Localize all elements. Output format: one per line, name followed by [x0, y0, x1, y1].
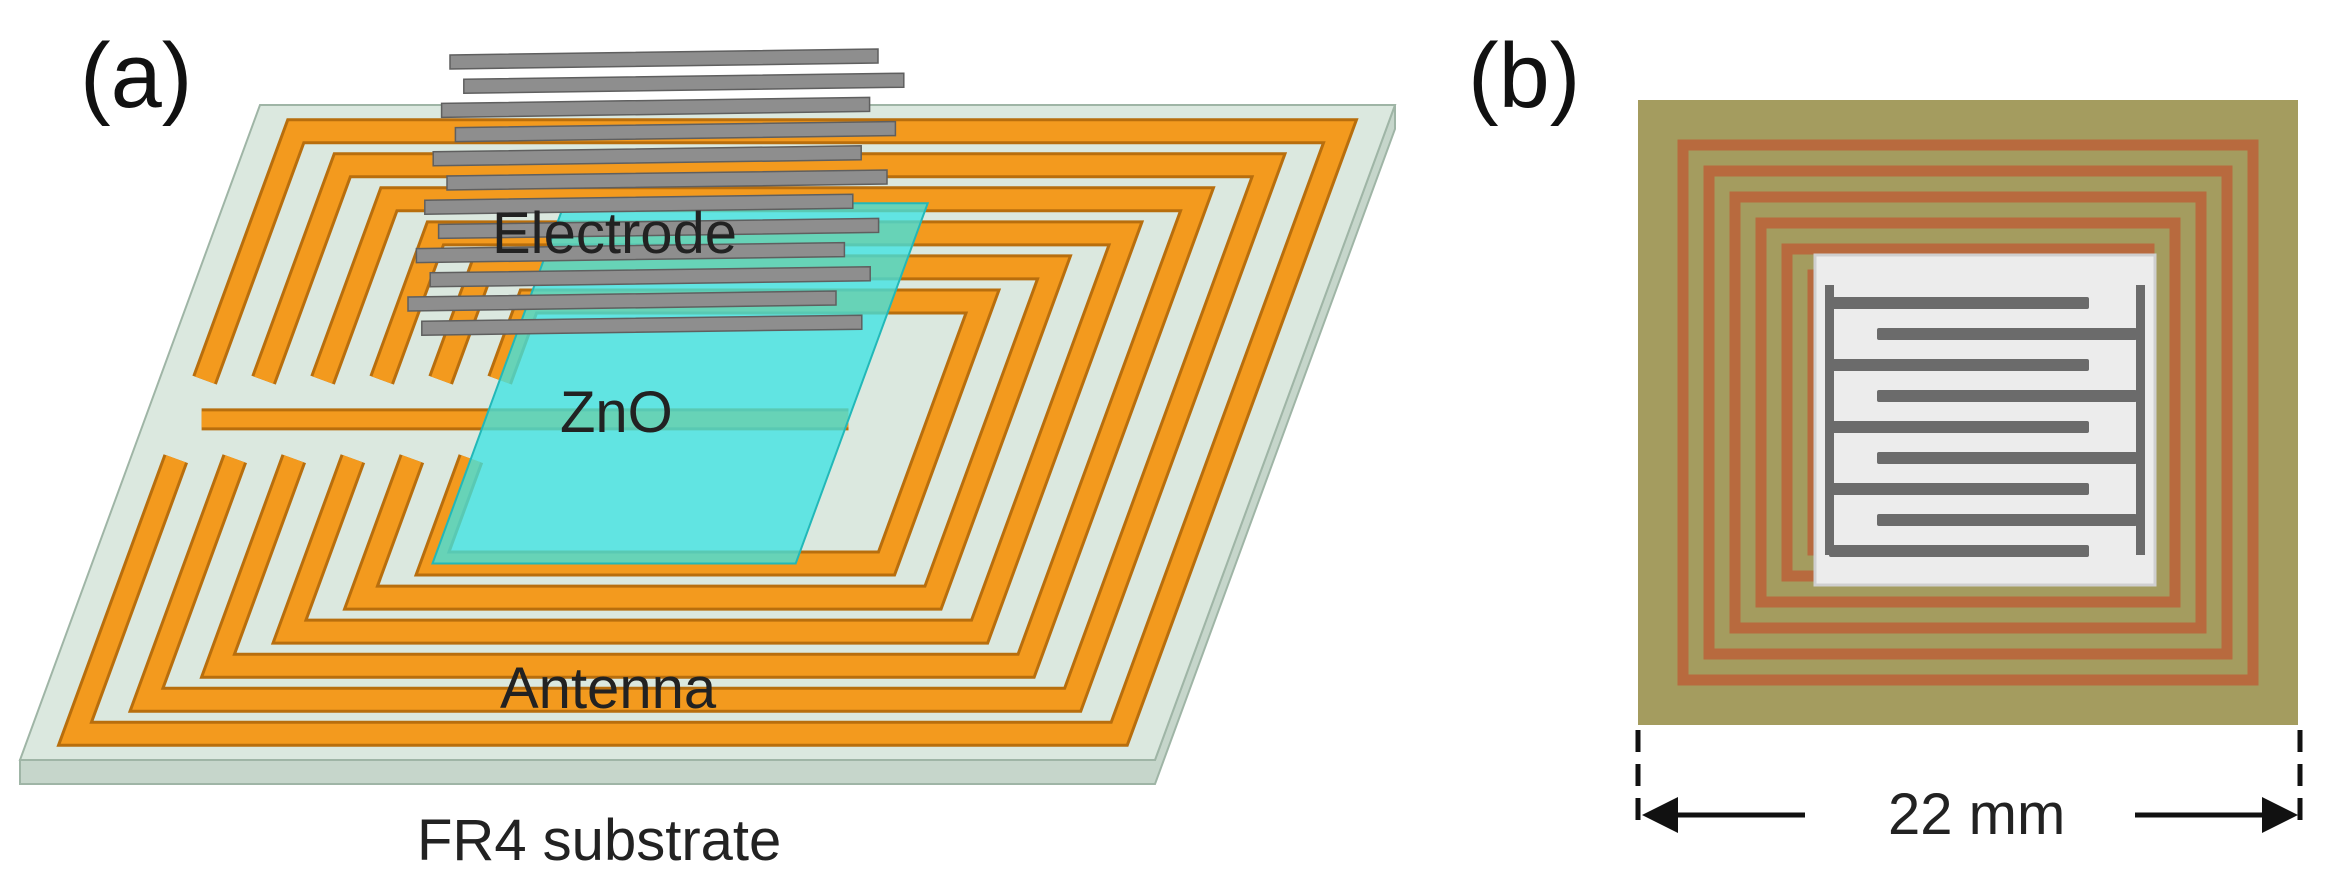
- antenna-label: Antenna: [500, 656, 717, 721]
- electrode-fingers-photo: [1825, 285, 2145, 557]
- ide-finger: [1877, 328, 2137, 340]
- antenna-turn: [203, 189, 1212, 676]
- left-arrowhead-icon: [1642, 797, 1678, 833]
- ide-finger: [1877, 452, 2137, 464]
- ide-finger: [1877, 390, 2137, 402]
- copper-trace: [1703, 165, 2233, 660]
- ide-finger: [1829, 483, 2089, 495]
- ide-busbar-right: [2136, 285, 2145, 555]
- electrode-finger: [429, 266, 871, 288]
- ide-finger: [1829, 297, 2089, 309]
- electrode-finger: [424, 193, 854, 215]
- electrode-finger: [449, 48, 879, 70]
- copper-trace: [1677, 139, 2259, 686]
- substrate-label: FR4 substrate: [417, 808, 782, 873]
- electrode-finger: [432, 145, 862, 167]
- panel-a-schematic: [18, 48, 1397, 785]
- dimension-line: [1635, 730, 2303, 833]
- zno-label: ZnO: [560, 380, 673, 445]
- electrode-finger: [463, 72, 905, 94]
- electrode-finger: [437, 217, 880, 240]
- ide-finger: [1829, 545, 2089, 557]
- ide-busbar-left: [1825, 285, 1834, 555]
- ide-finger: [1829, 359, 2089, 371]
- copper-trace: [1729, 191, 2207, 634]
- electrode-label: Electrode: [492, 201, 738, 266]
- copper-trace: [1755, 217, 2181, 608]
- panel-a-label: (a): [80, 25, 193, 127]
- electrode-finger: [407, 290, 837, 312]
- panel-b-label: (b): [1468, 25, 1581, 127]
- interdigital-electrode: [407, 48, 905, 336]
- ide-finger: [1829, 421, 2089, 433]
- antenna-turn: [132, 155, 1283, 710]
- electrode-finger: [454, 120, 897, 143]
- antenna-turn: [60, 121, 1355, 744]
- panel-b-photo: [1635, 100, 2303, 833]
- sensing-film-photo: [1813, 253, 2157, 587]
- electrode-finger: [421, 314, 863, 336]
- right-arrowhead-icon: [2262, 797, 2298, 833]
- ide-finger: [1877, 514, 2137, 526]
- electrode-finger: [415, 241, 846, 264]
- electrode-finger: [440, 96, 871, 119]
- electrode-finger: [446, 169, 888, 191]
- scale-label: 22 mm: [1888, 782, 2066, 847]
